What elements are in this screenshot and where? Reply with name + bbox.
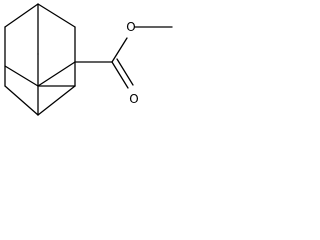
double-bond-line-1 bbox=[111, 61, 129, 89]
double-bond-line-2 bbox=[116, 58, 134, 86]
bond bbox=[37, 61, 76, 87]
bond bbox=[4, 3, 39, 28]
carbonyl-oxygen-label: O bbox=[129, 92, 138, 106]
bond bbox=[4, 85, 39, 116]
bond bbox=[111, 37, 128, 63]
bond bbox=[37, 3, 76, 28]
structure-diagram: O O bbox=[4, 3, 173, 116]
bond bbox=[4, 65, 39, 87]
bond bbox=[37, 85, 76, 116]
methyl-ester-group: O O bbox=[74, 20, 173, 106]
adamantane-cage bbox=[4, 3, 76, 116]
ester-oxygen-label: O bbox=[126, 20, 135, 34]
